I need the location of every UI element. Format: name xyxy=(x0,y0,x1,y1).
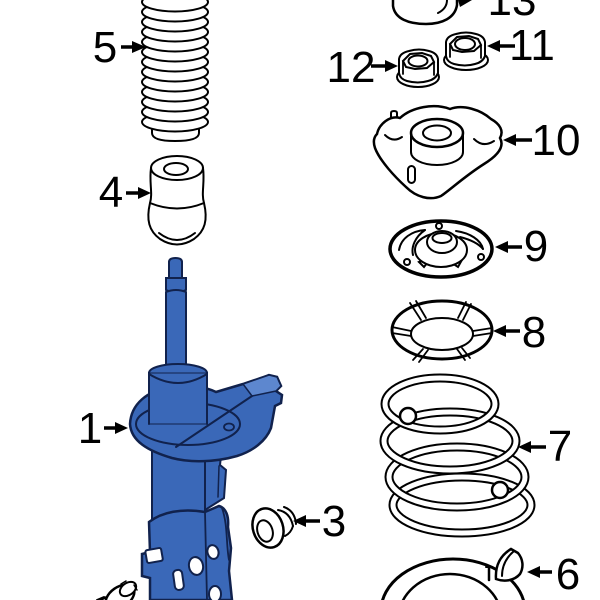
part-7-coil-spring[interactable] xyxy=(379,373,536,538)
callout-9 xyxy=(495,241,522,253)
part-label-6[interactable]: 6 xyxy=(556,550,580,599)
part-6-lower-spring-seat[interactable] xyxy=(381,547,525,600)
part-label-5[interactable]: 5 xyxy=(93,23,117,72)
callout-5 xyxy=(121,41,146,53)
callout-13 xyxy=(458,0,472,7)
part-label-13[interactable]: 13 xyxy=(488,0,537,25)
part-label-3[interactable]: 3 xyxy=(322,497,346,546)
part-11-flange-nut[interactable] xyxy=(443,31,489,71)
part-5-dust-boot[interactable] xyxy=(141,0,209,143)
callout-10 xyxy=(503,134,532,146)
part-10-strut-mount[interactable] xyxy=(372,105,503,200)
callout-4 xyxy=(126,187,151,199)
part-label-7[interactable]: 7 xyxy=(548,422,572,471)
part-8-spring-insulator[interactable] xyxy=(390,299,494,363)
part-3-retaining-clip[interactable] xyxy=(248,504,297,551)
part-label-1[interactable]: 1 xyxy=(78,404,102,453)
part-13-upper-mount-partial[interactable] xyxy=(391,0,459,26)
callout-12 xyxy=(371,60,398,72)
part-12-flange-nut[interactable] xyxy=(396,48,440,88)
callout-11 xyxy=(487,40,515,52)
part-4-bump-stop[interactable] xyxy=(147,155,207,246)
part-9-upper-spring-seat[interactable] xyxy=(388,219,494,279)
part-label-10[interactable]: 10 xyxy=(532,116,581,165)
callout-8 xyxy=(493,325,520,337)
bolt-partial-bottom-left[interactable] xyxy=(96,579,139,600)
part-label-11[interactable]: 11 xyxy=(509,21,555,70)
part-1-strut-assembly[interactable] xyxy=(128,256,284,600)
callout-1 xyxy=(104,422,128,434)
part-label-9[interactable]: 9 xyxy=(524,222,548,271)
part-label-12[interactable]: 12 xyxy=(327,43,376,92)
part-label-8[interactable]: 8 xyxy=(522,308,546,357)
part-label-4[interactable]: 4 xyxy=(99,168,123,217)
callout-6 xyxy=(527,566,552,578)
callout-3 xyxy=(293,515,320,527)
callout-7 xyxy=(518,441,546,453)
